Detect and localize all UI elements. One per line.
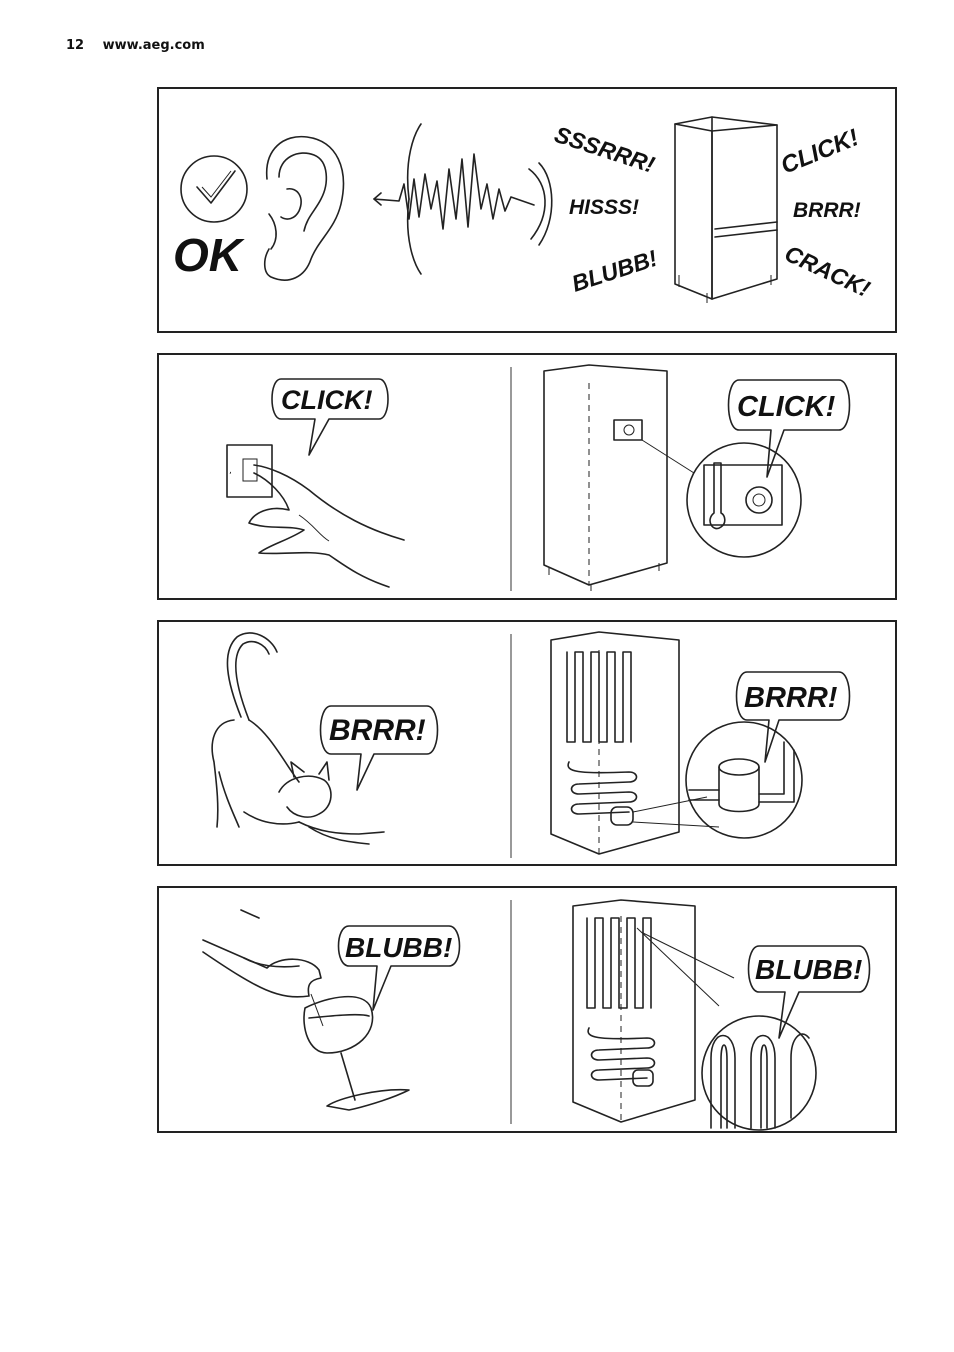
sound-sssrrr: SSSRRR! [551, 121, 658, 178]
svg-text:CLICK!: CLICK! [737, 391, 836, 423]
wine-glass-icon [303, 993, 410, 1111]
speech-bubble-left: CLICK! [271, 378, 389, 456]
sound-brrr: BRRR! [793, 199, 861, 222]
speech-bubble-right: BLUBB! [747, 945, 871, 1039]
svg-text:CLICK!: CLICK! [281, 385, 372, 415]
fridge-icon [674, 116, 778, 303]
svg-text:BLUBB!: BLUBB! [755, 954, 862, 985]
panel-normal-sounds: OK SSSRRR! HISSS! BLUBB! [157, 87, 897, 333]
svg-text:BRRR!: BRRR! [744, 682, 838, 714]
sound-hisss: HISSS! [569, 196, 639, 219]
speech-bubble-left: BLUBB! [337, 925, 461, 1011]
panel-blubb-sound: BLUBB! BLUBB! [157, 886, 897, 1133]
pipe-detail-icon [701, 1015, 817, 1131]
website-url: www.aeg.com [102, 38, 205, 53]
speech-bubble-right: CLICK! [727, 379, 851, 478]
fridge-back-icon [543, 364, 695, 591]
panel-click-sound: CLICK! , CLICK [157, 353, 897, 600]
svg-text:BRRR!: BRRR! [329, 714, 426, 747]
sound-crack: CRACK! [781, 240, 875, 302]
page-header: 12 www.aeg.com [66, 38, 205, 53]
ear-icon [263, 135, 345, 281]
svg-text:BLUBB!: BLUBB! [345, 932, 452, 963]
cat-icon [211, 632, 385, 845]
sound-click: CLICK! [777, 124, 863, 180]
ok-label: OK [173, 229, 245, 281]
checkmark-icon [180, 155, 248, 223]
fridge-coils-icon [550, 631, 720, 855]
wine-bottle-icon [202, 909, 322, 998]
light-switch-icon: , [226, 444, 273, 498]
speech-bubble-right: BRRR! [735, 671, 851, 763]
page-number: 12 [66, 38, 85, 53]
fridge-coils-icon [572, 899, 735, 1123]
sound-wave-icon [373, 123, 553, 275]
panel-brrr-sound: BRRR! BRRR! [157, 620, 897, 866]
hand-icon [248, 464, 405, 588]
compressor-detail-icon [685, 721, 803, 839]
sound-blubb: BLUBB! [569, 245, 661, 297]
svg-text:,: , [229, 466, 232, 476]
speech-bubble-left: BRRR! [319, 705, 439, 791]
thermostat-detail-icon [686, 442, 802, 558]
